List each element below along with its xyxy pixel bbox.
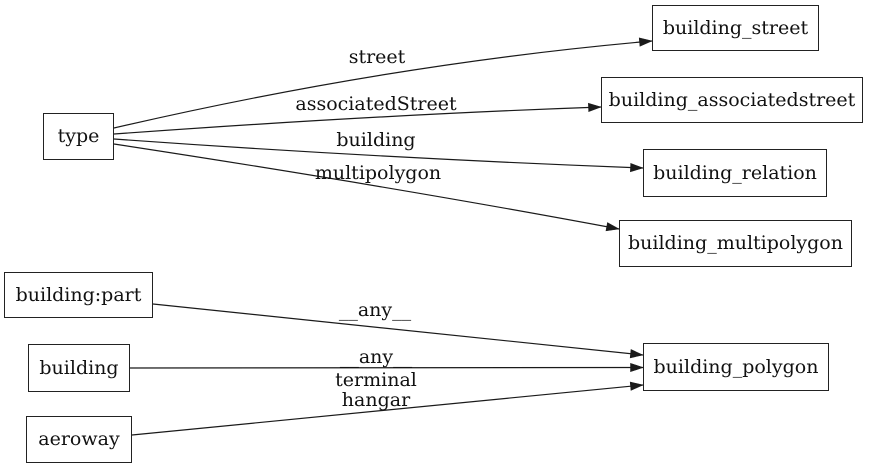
edge-label-any-building: __any__	[339, 346, 413, 368]
node-building-multipolygon-label: building_multipolygon	[628, 232, 843, 254]
node-building-label: building	[39, 356, 119, 379]
node-aeroway: aeroway	[26, 416, 132, 463]
node-building-street: building_street	[652, 5, 819, 51]
edge-label-associatedstreet: associatedStreet	[295, 93, 457, 115]
edge-buildingpart-building_polygon	[152, 303, 644, 359]
edge-label-multipolygon: multipolygon	[314, 162, 442, 184]
node-building-part: building:part	[4, 272, 153, 318]
node-building-street-label: building_street	[662, 16, 809, 39]
node-building-relation: building_relation	[643, 149, 827, 197]
edge-label-building: building	[336, 129, 416, 151]
node-building-associatedstreet-label: building_associatedstreet	[608, 88, 856, 111]
node-building-associatedstreet: building_associatedstreet	[601, 77, 863, 123]
edge-building-building_polygon	[129, 362, 644, 373]
edge-label-any-part: __any__	[338, 299, 412, 321]
node-building-polygon-label: building_polygon	[653, 355, 819, 378]
node-building-part-label: building:part	[15, 283, 142, 306]
node-type: type	[43, 113, 114, 160]
edge-aeroway-building_polygon	[131, 381, 644, 436]
node-building-relation-label: building_relation	[653, 161, 817, 184]
node-building-polygon: building_polygon	[643, 343, 829, 391]
edge-type-building_associatedstreet	[113, 102, 602, 135]
node-aeroway-label: aeroway	[38, 428, 120, 450]
edge-type-building_relation	[113, 138, 644, 173]
node-type-label: type	[57, 125, 100, 147]
edge-label-terminal-hangar: terminal hangar	[335, 369, 417, 411]
edge-type-building_street	[113, 37, 653, 129]
node-building-multipolygon: building_multipolygon	[619, 220, 852, 267]
node-building: building	[28, 344, 130, 392]
edge-label-street: street	[348, 46, 406, 68]
edge-type-building_multipolygon	[113, 143, 620, 232]
